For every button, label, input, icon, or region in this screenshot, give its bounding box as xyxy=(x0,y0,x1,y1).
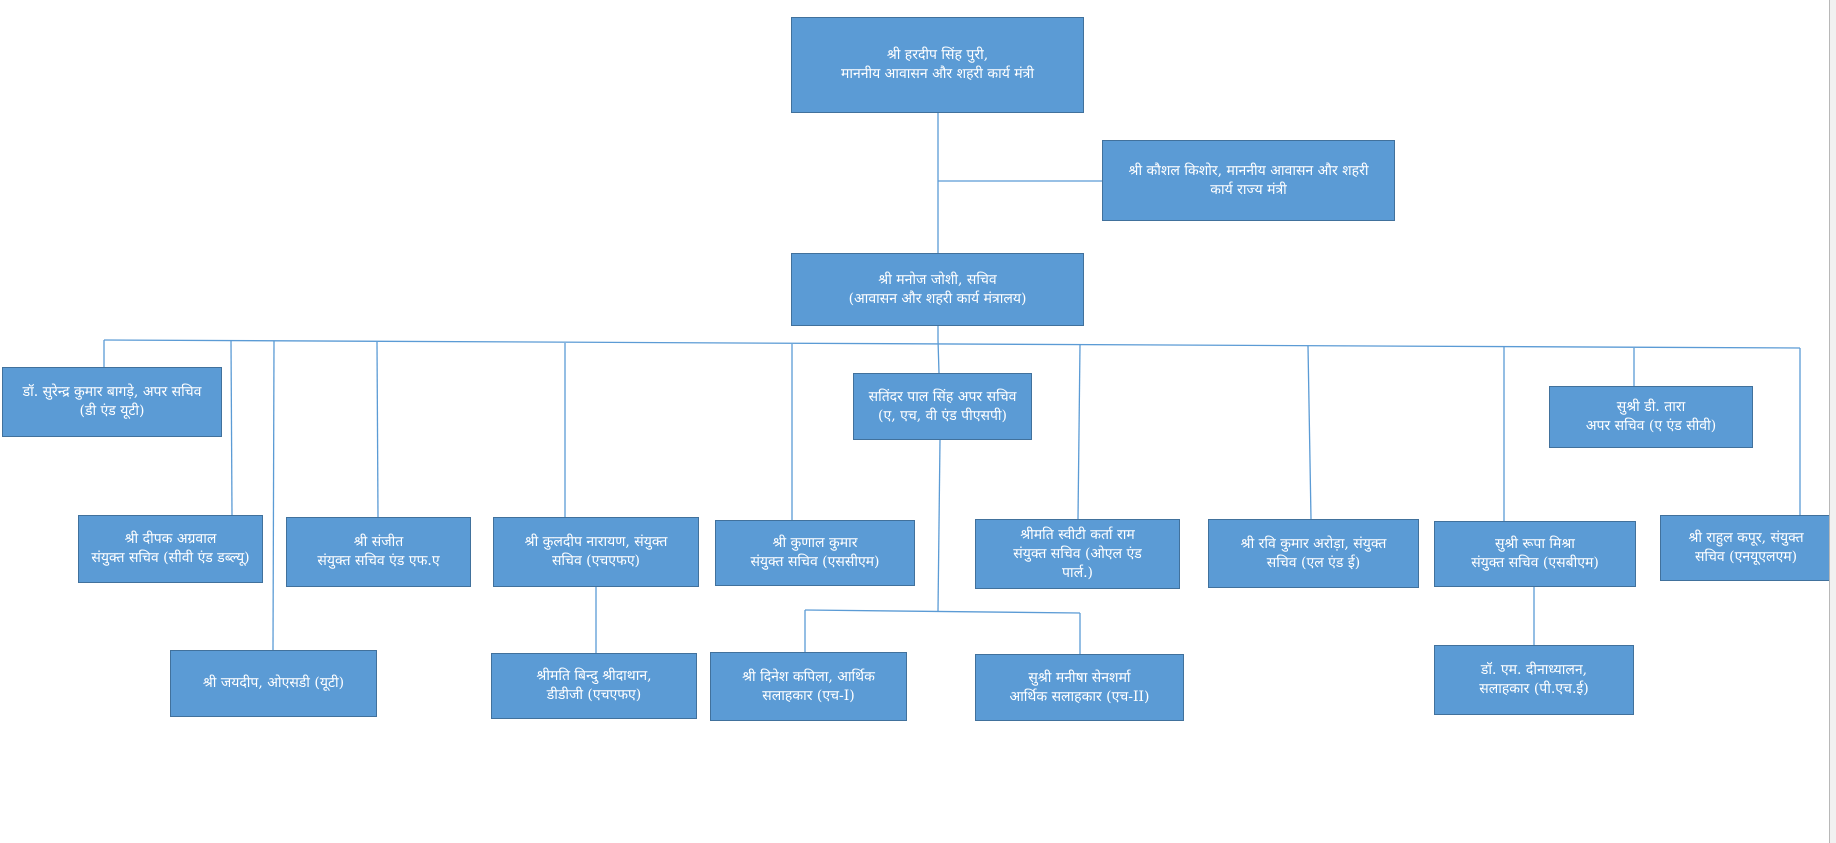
node-additional-secretary-bagde[interactable]: डॉ. सुरेन्द्र कुमार बागड़े, अपर सचिव (डी… xyxy=(2,367,222,437)
node-economic-adviser-manisha[interactable]: सुश्री मनीषा सेनशर्मा आर्थिक सलाहकार (एच… xyxy=(975,654,1184,721)
node-additional-secretary-tara[interactable]: सुश्री डी. तारा अपर सचिव (ए एंड सीवी) xyxy=(1549,386,1753,448)
connector-line-7 xyxy=(376,341,379,518)
node-ddg-bindu[interactable]: श्रीमति बिन्दु श्रीदाथान, डीडीजी (एचएफए) xyxy=(491,653,697,719)
node-joint-secretary-sweety[interactable]: श्रीमति स्वीटी कर्ता राम संयुक्त सचिव (ओ… xyxy=(975,519,1180,589)
connector-line-11 xyxy=(1077,344,1081,520)
node-joint-secretary-rahul[interactable]: श्री राहुल कपूर, संयुक्त सचिव (एनयूएलएम) xyxy=(1660,515,1832,581)
connector-line-6 xyxy=(272,340,275,651)
connector-line-17 xyxy=(937,439,941,612)
node-osd-jaydeep[interactable]: श्री जयदीप, ओएसडी (यूटी) xyxy=(170,650,377,717)
connector-line-18 xyxy=(804,609,1081,614)
node-joint-secretary-kuldeep[interactable]: श्री कुलदीप नारायण, संयुक्त सचिव (एचएफए) xyxy=(493,517,699,587)
node-additional-secretary-satinder[interactable]: सतिंदर पाल सिंह अपर सचिव (ए, एच, वी एंड … xyxy=(853,373,1032,440)
connector-line-5 xyxy=(230,339,233,516)
node-joint-secretary-roopa[interactable]: सुश्री रूपा मिश्रा संयुक्त सचिव (एसबीएम) xyxy=(1434,521,1636,587)
connector-line-10 xyxy=(937,339,940,374)
connector-line-3 xyxy=(103,339,1801,349)
node-minister-of-state[interactable]: श्री कौशल किशोर, माननीय आवासन और शहरी का… xyxy=(1102,140,1395,221)
node-joint-secretary-deepak[interactable]: श्री दीपक अग्रवाल संयुक्त सचिव (सीवी एंड… xyxy=(78,515,263,583)
node-adviser-dinadayalan[interactable]: डॉ. एम. दीनाध्यालन, सलाहकार (पी.एच.ई) xyxy=(1434,645,1634,715)
connector-line-12 xyxy=(1307,345,1312,520)
node-secretary[interactable]: श्री मनोज जोशी, सचिव (आवासन और शहरी कार्… xyxy=(791,253,1084,326)
node-minister[interactable]: श्री हरदीप सिंह पुरी, माननीय आवासन और शह… xyxy=(791,17,1084,113)
window-edge-strip xyxy=(1829,0,1836,843)
node-joint-secretary-ravi[interactable]: श्री रवि कुमार अरोड़ा, संयुक्त सचिव (एल … xyxy=(1208,519,1419,588)
node-joint-secretary-kunal[interactable]: श्री कुणाल कुमार संयुक्त सचिव (एससीएम) xyxy=(715,520,915,586)
node-joint-secretary-sanjeet[interactable]: श्री संजीत संयुक्त सचिव एंड एफ.ए xyxy=(286,517,471,587)
node-economic-adviser-dinesh[interactable]: श्री दिनेश कपिला, आर्थिक सलाहकार (एच-I) xyxy=(710,652,907,721)
